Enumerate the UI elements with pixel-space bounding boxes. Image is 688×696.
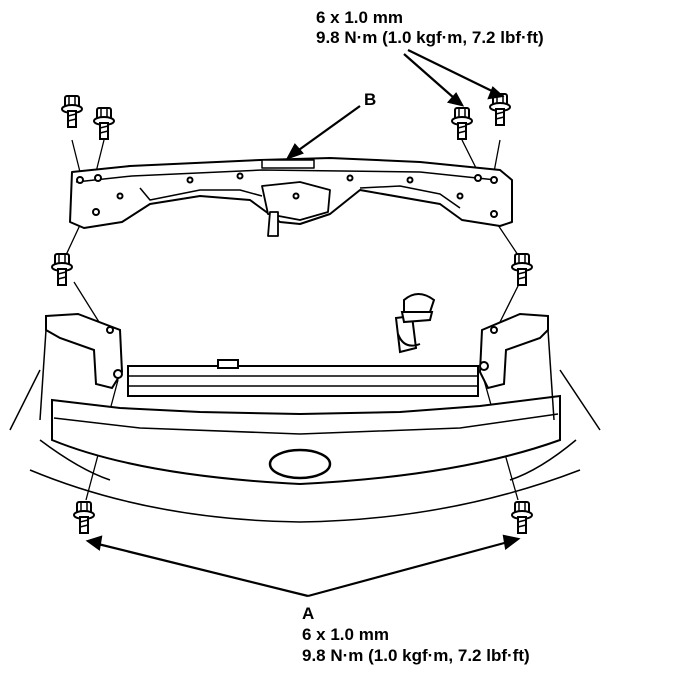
radiator [127,359,479,397]
bolt-top-right-inner [451,107,473,140]
top-bolt-size-label: 6 x 1.0 mm [316,8,403,27]
bolt-top-left-outer [61,95,83,128]
bolt-mid-left [51,253,73,286]
callout-a-label: A [302,604,315,623]
bolt-mid-right [511,253,533,286]
right-side-bracket [478,312,549,390]
upper-radiator-support [69,157,513,237]
body-outline [9,329,601,523]
callout-arrow-b [285,105,361,160]
radiator-cap [394,293,436,354]
bottom-bolt-torque-label: 9.8 N·m (1.0 kgf·m, 7.2 lbf·ft) [302,646,530,665]
top-bolt-torque-label: 9.8 N·m (1.0 kgf·m, 7.2 lbf·ft) [316,28,544,47]
bolt-bottom-left [73,501,95,534]
bolt-bottom-right [511,501,533,534]
left-side-bracket [45,312,124,390]
front-bumper [39,394,577,486]
bolt-top-right-outer [489,93,511,126]
callout-b-label: B [364,90,377,109]
bottom-bolt-size-label: 6 x 1.0 mm [302,625,389,644]
callout-arrows-top [403,49,505,107]
callout-arrows-bottom [85,534,521,598]
bolt-top-left-inner [93,107,115,140]
